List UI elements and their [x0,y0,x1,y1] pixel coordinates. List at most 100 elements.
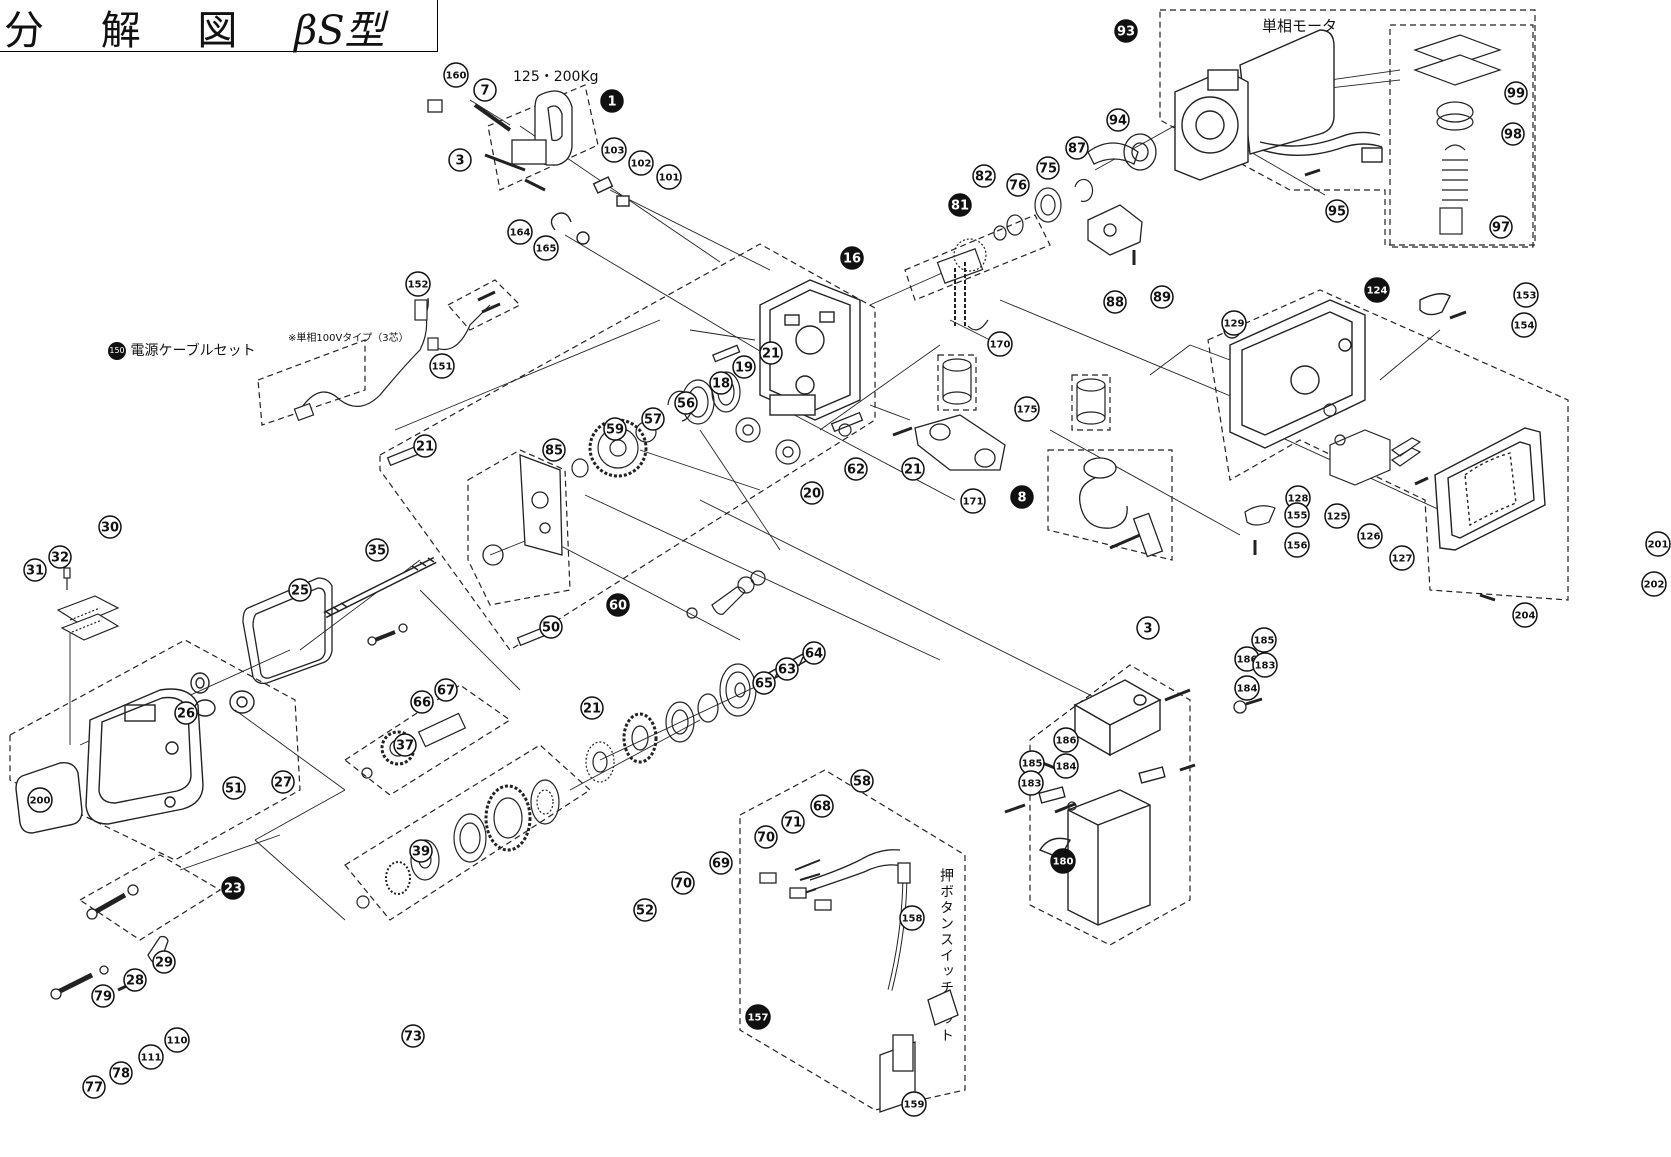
callout-number: 81 [951,199,969,214]
part-callout-125: 125 [1324,503,1350,529]
part-callout-73: 73 [401,1024,425,1048]
part-callout-58: 58 [850,769,874,793]
callout-number: 35 [368,544,386,559]
hanger-180 [1004,679,1196,926]
part-callout-152: 152 [405,271,431,297]
frame-hanger-180 [1029,664,1191,946]
callout-circle [899,905,925,931]
pushbutton-set [759,849,959,1113]
callout-circle [1489,215,1513,239]
part-callout-185: 185 [1251,627,1277,653]
part-callout-7: 7 [473,78,497,102]
callout-number: 7 [480,84,489,99]
callout-number: 75 [1039,162,1057,177]
group-frames [9,9,1569,1111]
callout-circle [1511,312,1537,338]
part-callout-29: 29 [152,950,176,974]
callout-number: 185 [1022,759,1043,770]
callout-circle [288,578,312,602]
callout-number: 200 [30,796,51,807]
callout-circle [413,434,437,458]
callout-number: 98 [1504,128,1522,143]
callout-circle [23,558,47,582]
callout-number: 70 [757,831,775,846]
callout-circle [1114,19,1138,43]
callout-number: 26 [177,707,195,722]
part-callout-186: 186 [1053,727,1079,753]
callout-circle [82,1075,106,1099]
capacity-label: 125・200Kg [513,69,599,85]
part-callout-28: 28 [123,968,147,992]
callout-number: 1 [607,95,616,110]
callout-circle [709,851,733,875]
hook-8 [1078,457,1164,558]
callout-number: 111 [141,1053,162,1064]
callout-circle [123,968,147,992]
part-callout-110: 110 [164,1027,190,1053]
callout-number: 202 [1644,580,1665,591]
frame-pushbutton-157 [739,769,966,1111]
part-callout-26: 26 [174,701,198,725]
callout-number: 21 [416,440,434,455]
callout-number: 68 [813,800,831,815]
callout-circle [429,353,455,379]
callout-circle [641,407,665,431]
callout-circle [221,876,245,900]
callout-circle [1641,571,1667,597]
callout-number: 27 [274,776,292,791]
cable-set-number-badge: 150 [108,342,126,360]
callout-number: 63 [778,663,796,678]
callout-number: 157 [748,1013,769,1024]
part-callout-200: 200 [27,787,53,813]
callout-number: 30 [101,521,119,536]
brackets-87-88 [1087,133,1157,265]
callout-number: 151 [432,362,453,373]
part-callout-184: 184 [1053,753,1079,779]
callout-circle [138,1044,164,1070]
part-callout-50: 50 [539,615,563,639]
part-callout-126: 126 [1357,523,1383,549]
misc-small-parts [775,403,1337,465]
part-callout-67: 67 [434,678,458,702]
frame-gearbox-23 [9,639,301,861]
frame-hook-8 [1047,449,1173,561]
callout-circle [948,193,972,217]
callout-number: 175 [1017,405,1038,416]
callout-circle [1504,81,1528,105]
part-callout-20: 20 [800,481,824,505]
title-main: 分 解 図 [4,8,260,54]
callout-number: 183 [1255,661,1276,672]
part-callout-3: 3 [1136,616,1160,640]
callout-number: 62 [847,463,865,478]
callout-circle [98,515,122,539]
part-callout-127: 127 [1389,545,1415,571]
link-171 [892,414,1006,471]
gear-set-52 [356,779,560,909]
callout-circle [1513,282,1539,308]
callout-circle [1150,285,1174,309]
bolts-lower-left [50,884,169,1000]
callout-number: 31 [26,564,44,579]
callout-number: 20 [803,487,821,502]
motor-details [1304,34,1502,235]
frame-175b [1071,374,1111,431]
callout-number: 127 [1392,554,1413,565]
frame-wire [257,339,366,426]
small-pins [550,176,630,245]
part-callout-75: 75 [1036,156,1060,180]
callout-number: 71 [784,816,802,831]
callout-number: 77 [85,1081,103,1096]
frame-gears-52 [344,744,591,921]
callout-number: 156 [1287,541,1308,552]
callout-circle [1065,136,1089,160]
callout-number: 85 [545,444,563,459]
callout-circle [850,769,874,793]
callout-number: 101 [659,173,680,184]
callout-circle [901,1091,927,1117]
callout-number: 25 [291,584,309,599]
part-callout-103: 103 [601,137,627,163]
callout-circle [802,641,826,665]
part-callout-78: 78 [109,1061,133,1085]
disc-stack [585,663,757,783]
